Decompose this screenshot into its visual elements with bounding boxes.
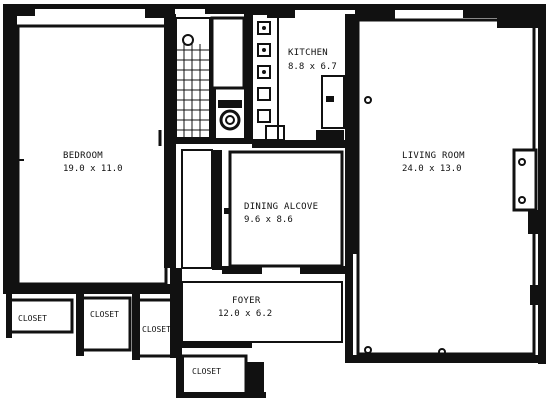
closets bbox=[6, 294, 266, 398]
living-room-dims: 24.0 x 13.0 bbox=[402, 164, 462, 174]
closet-label-2: CLOSET bbox=[90, 310, 119, 319]
outer-walls bbox=[3, 4, 546, 364]
bedroom-label: BEDROOM bbox=[63, 151, 103, 161]
bedroom bbox=[3, 14, 176, 294]
closet-label-3: CLOSET bbox=[142, 325, 171, 334]
dining-alcove-dims: 9.6 x 8.6 bbox=[244, 215, 293, 225]
kitchen-label: KITCHEN bbox=[288, 48, 328, 58]
dining-alcove bbox=[181, 149, 352, 274]
kitchen bbox=[251, 13, 357, 254]
foyer-dims: 12.0 x 6.2 bbox=[218, 309, 272, 319]
closet-label-1: CLOSET bbox=[18, 314, 47, 323]
living-room-label: LIVING ROOM bbox=[402, 151, 465, 161]
closet-label-4: CLOSET bbox=[192, 367, 221, 376]
bathroom bbox=[175, 10, 252, 144]
living-room bbox=[356, 18, 538, 356]
dining-alcove-label: DINING ALCOVE bbox=[244, 202, 318, 212]
kitchen-dims: 8.8 x 6.7 bbox=[288, 62, 337, 72]
bedroom-dims: 19.0 x 11.0 bbox=[63, 164, 123, 174]
foyer-label: FOYER bbox=[232, 296, 261, 306]
